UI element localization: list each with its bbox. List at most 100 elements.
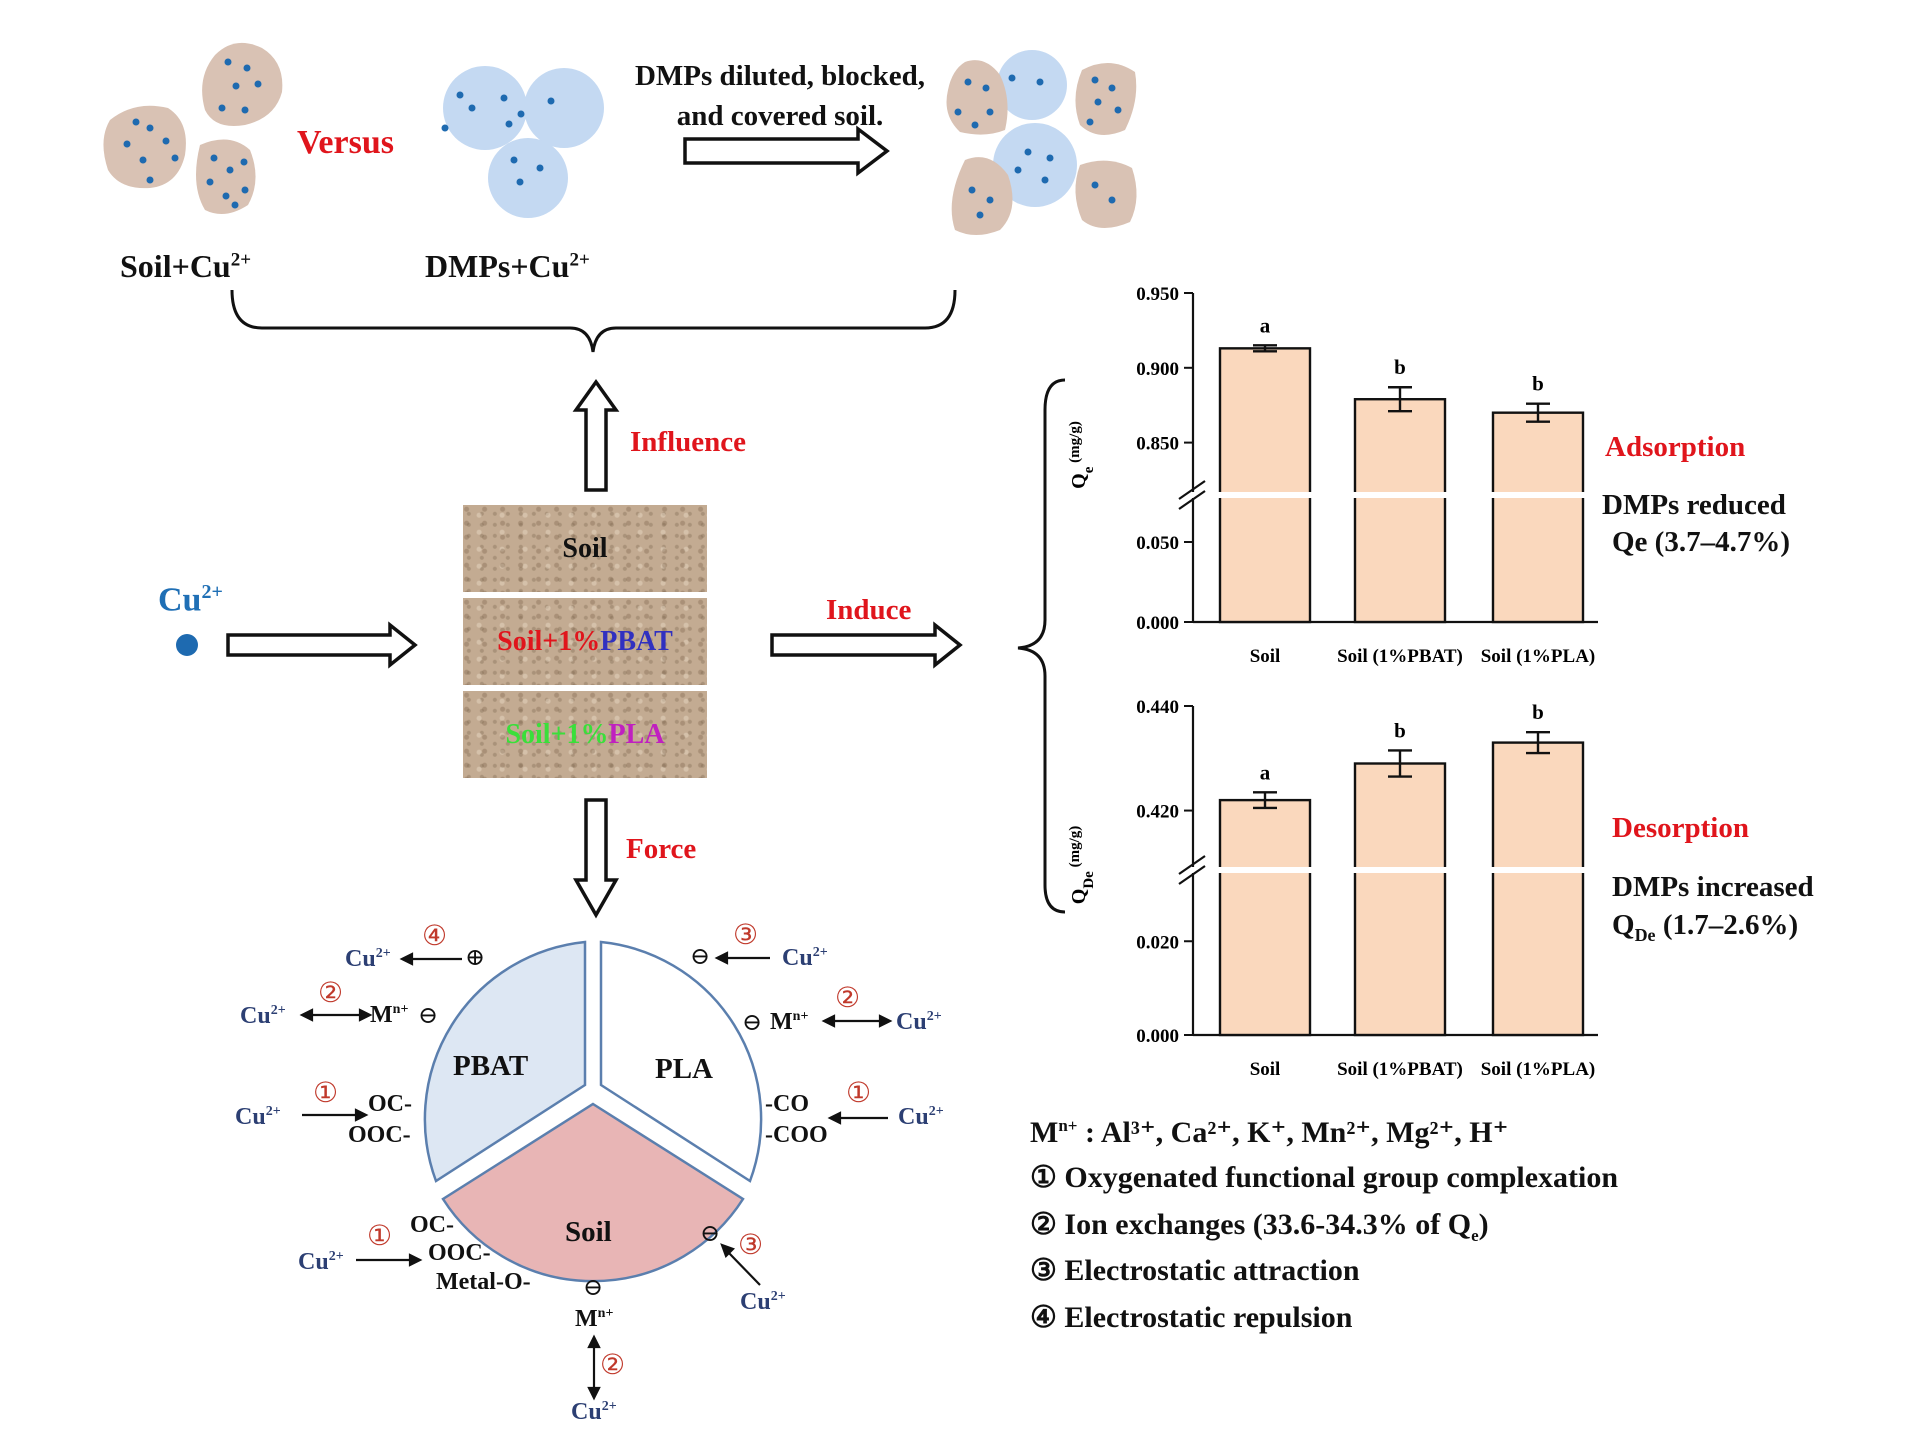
influence-label: Influence [630,426,746,458]
legend-item-2: ② Ion exchanges (33.6-34.3% of Qe) [1030,1208,1489,1245]
soil-layer: Soil [463,505,707,592]
adsorption-note: DMPs reduced Qe (3.7–4.7%) [1602,489,1790,558]
dmp-particle [488,138,568,218]
desorption-label: Desorption [1612,812,1749,844]
axis-break-mark [1178,480,1206,500]
x-tick-label: Soil (1%PBAT) [1337,1059,1463,1080]
significance-letter: b [1394,718,1406,742]
arrow-caption: DMPs diluted, blocked, and covered soil. [634,60,926,132]
induce-label: Induce [826,594,912,626]
x-tick-label: Soil (1%PLA) [1481,1059,1596,1080]
dilute-arrow [683,125,890,177]
cu-ion-label: Cu2+ [158,581,223,619]
cu-label: Cu2+ [235,1104,281,1130]
axis-break-mark [1178,490,1206,510]
force-label: Force [626,833,697,865]
bar [1491,411,1585,624]
mechanism-number-4: ④ [422,921,448,952]
induce-arrow [770,621,963,669]
soil-particles-group [103,42,283,214]
soil-group-label: OC- [410,1212,454,1238]
y-tick-label: 0.020 [1136,932,1179,953]
pla-group-label: -COO [765,1122,828,1148]
significance-letter: b [1394,355,1406,379]
mn-label: Mn+ [370,1002,409,1028]
y-tick-label: 0.900 [1136,359,1179,380]
significance-letter: b [1532,372,1544,396]
soil-pla-layer: Soil+1%PLA [463,691,707,778]
pbat-sector [423,940,587,1183]
bar [1218,347,1312,624]
soil-particle [202,42,283,127]
cu-label: Cu2+ [896,1009,942,1035]
top-brace [230,289,957,353]
dmp-particle [443,66,527,150]
bar [1218,798,1312,1037]
mechanism-arrows [299,951,893,1401]
significance-letter: b [1532,700,1544,724]
y-tick-label: 0.950 [1136,284,1179,305]
axis-break-band [1189,867,1598,873]
mechanism-number-2: ② [600,1350,626,1381]
bar [1353,762,1447,1037]
cu-to-soil-arrow [226,621,418,669]
soil-dots [123,58,262,209]
soil-particle [196,139,256,214]
pbat-group-label: OC- [368,1091,412,1117]
versus-label: Versus [297,124,394,161]
bar [1491,741,1585,1037]
mn-label: Mn+ [575,1306,614,1332]
soil-sector-label: Soil [565,1216,612,1248]
mechanism-pie [423,940,763,1283]
soil-pbat-layer: Soil+1%PBAT [463,598,707,685]
y-tick-label: 0.050 [1136,533,1179,554]
y-tick-label: 0.420 [1136,802,1179,823]
mechanism-number-2: ② [318,978,344,1009]
negative-charge-icon: ⊖ [742,1010,763,1036]
positive-charge-icon: ⊕ [465,945,486,971]
significance-letter: a [1260,313,1271,337]
negative-charge-icon: ⊖ [583,1275,604,1301]
pla-sector [599,940,763,1183]
mixed-dots [954,74,1122,219]
axis-break-mark [1178,855,1206,875]
cu-label: Cu2+ [571,1399,617,1425]
mechanism-number-3: ③ [738,1230,764,1261]
significance-letter: a [1260,760,1271,784]
desorption-note: DMPs increased QDe (1.7–2.6%) [1612,871,1814,945]
negative-charge-icon: ⊖ [418,1003,439,1029]
dmp-particles-group [443,66,604,218]
legend-item-3: ③ Electrostatic attraction [1030,1254,1360,1287]
pbat-label: PBAT [453,1050,529,1082]
y-tick-label: 0.000 [1136,1026,1179,1047]
soil-cu-label: Soil+Cu2+ [120,248,252,284]
legend-item-1: ① Oxygenated functional group complexati… [1030,1161,1619,1194]
soil-group-label: OOC- [428,1240,491,1266]
axis-break-mark [1178,865,1206,885]
negative-charge-icon: ⊖ [700,1221,721,1247]
y-axis-label: QDe (mg/g) [1067,826,1097,904]
dmp-dots [441,91,555,186]
cu-label: Cu2+ [740,1289,786,1315]
y-tick-label: 0.440 [1136,697,1179,718]
legend-mn-definition: Mn+ : Al³⁺, Ca²⁺, K⁺, Mn²⁺, Mg²⁺, H⁺ [1030,1116,1509,1149]
y-tick-label: 0.000 [1136,613,1179,634]
legend-item-4: ④ Electrostatic repulsion [1030,1301,1353,1334]
cu-label: Cu2+ [898,1104,944,1130]
y-tick-label: 0.850 [1136,434,1179,455]
x-tick-label: Soil [1250,646,1281,667]
cu-label: Cu2+ [782,945,828,971]
soil-particle [103,105,186,189]
soil-group-label: Metal-O- [436,1269,531,1295]
cu-label: Cu2+ [298,1249,344,1275]
soil-sector [441,1102,745,1283]
mechanism-number-1: ① [313,1078,339,1109]
mechanism-number-1: ① [846,1078,872,1109]
cu-label: Cu2+ [240,1003,286,1029]
mechanism-number-3: ③ [733,920,759,951]
mn-label: Mn+ [770,1009,809,1035]
